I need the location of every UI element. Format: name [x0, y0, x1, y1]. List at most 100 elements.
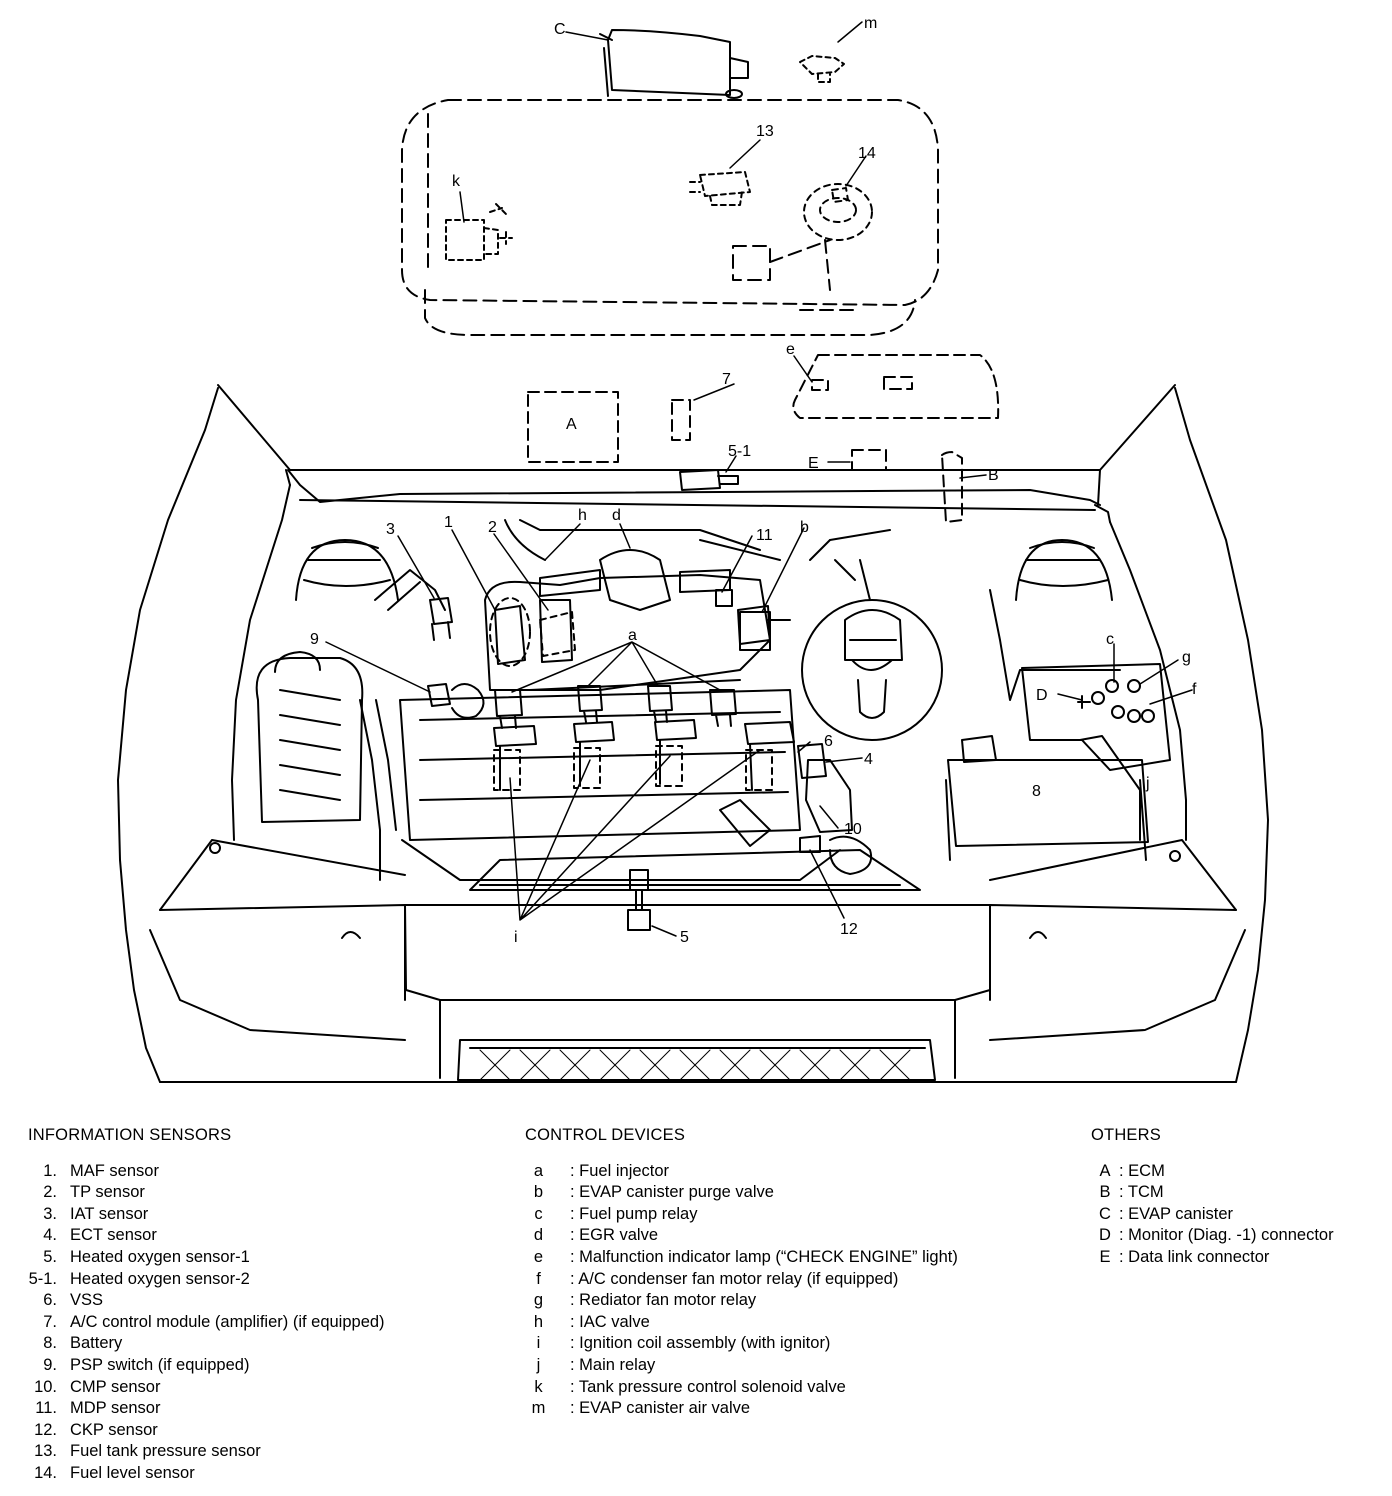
legend-item-key: f	[536, 1269, 541, 1288]
legend-item-spacer	[552, 1182, 570, 1204]
legend-item-key: 14.	[34, 1463, 57, 1482]
legend-item: j: Main relay	[525, 1355, 958, 1377]
legend-item-key: 10.	[34, 1377, 57, 1396]
intake-manifold	[484, 519, 891, 691]
legend-item-key: 6.	[43, 1291, 57, 1310]
legend-item-key: 1.	[43, 1161, 57, 1180]
legend-item-spacer	[552, 1204, 570, 1226]
legend-item: C : EVAP canister	[1091, 1204, 1334, 1226]
legend-item-key: 5.	[43, 1247, 57, 1266]
evap-air-valve-part	[799, 55, 845, 83]
legend-item: h : IAC valve	[525, 1312, 958, 1334]
left-hoses	[359, 569, 446, 881]
legend-item-label: : IAC valve	[570, 1312, 650, 1331]
body-outline	[117, 387, 1269, 1083]
legend-item-label: : Tank pressure control solenoid valve	[570, 1377, 846, 1396]
legend-item-key: C	[1099, 1204, 1111, 1223]
legend-item: 7. A/C control module (amplifier) (if equ…	[28, 1312, 385, 1334]
legend-item-key: 3.	[43, 1204, 57, 1223]
legend-item: 10.CMP sensor	[28, 1377, 385, 1399]
legend-item-key: E	[1099, 1247, 1111, 1266]
legend-item-spacer	[552, 1312, 570, 1334]
callout-7: 7	[722, 371, 731, 388]
legend-item: b: EVAP canister purge valve	[525, 1182, 958, 1204]
legend-item-label: Fuel tank pressure sensor	[70, 1442, 261, 1461]
legend-item: m: EVAP canister air valve	[525, 1398, 958, 1420]
right-strut-tower	[989, 539, 1121, 701]
callout-a: a	[628, 627, 637, 644]
legend-item: 13. Fuel tank pressure sensor	[28, 1441, 385, 1463]
legend-item-key: h	[533, 1312, 544, 1331]
legend-header-control-devices: CONTROL DEVICES	[525, 1126, 686, 1144]
callout-C: C	[554, 21, 566, 38]
legend-item-key: 13.	[34, 1442, 57, 1461]
legend-item-key: k	[534, 1377, 543, 1396]
legend-item-key: A	[1099, 1161, 1111, 1180]
legend-item-label: ECT sensor	[70, 1226, 157, 1245]
legend-item: 11. MDP sensor	[28, 1398, 385, 1420]
legend-header-information-sensors: INFORMATION SENSORS	[28, 1126, 232, 1144]
legend-item-key: m	[531, 1399, 546, 1418]
throttle-body	[489, 597, 576, 667]
callout-2: 2	[488, 519, 497, 536]
legend-item: e : Malfunction indicator lamp (“CHECK EN…	[525, 1247, 958, 1269]
engine-compartment-diagram: C m 13 14 k e A 7 5-1 E B 1 2 3 h d 11 b…	[117, 15, 1269, 1083]
callout-5: 5	[680, 929, 689, 946]
callout-labels: C m 13 14 k e A 7 5-1 E B 1 2 3 h d 11 b…	[310, 15, 1197, 946]
coil-wells	[493, 745, 773, 791]
legend-item-spacer	[552, 1269, 570, 1291]
callout-5-1: 5-1	[728, 443, 751, 460]
legend-item-label: : TCM	[1119, 1183, 1164, 1202]
legend-item-label: CKP sensor	[70, 1420, 158, 1439]
callout-E: E	[808, 455, 819, 472]
legend-item-key: B	[1099, 1183, 1111, 1202]
legend-item-key: j	[536, 1355, 541, 1374]
legend-item: 9.PSP switch (if equipped)	[28, 1355, 385, 1377]
legend-item-key: 8.	[43, 1334, 57, 1353]
legend-item: g: Rediator fan motor relay	[525, 1290, 958, 1312]
legend-item-label: PSP switch (if equipped)	[70, 1355, 250, 1374]
legend-header-others: OTHERS	[1091, 1126, 1161, 1144]
tank-pressure-solenoid-part	[445, 203, 513, 261]
grille	[457, 1039, 936, 1081]
legend-item-spacer	[552, 1161, 570, 1183]
legend-item-key: 11.	[35, 1399, 57, 1418]
relay-box	[1021, 663, 1171, 771]
legend-item: 5-1.Heated oxygen sensor-2	[28, 1269, 385, 1291]
legend-item-label: MDP sensor	[70, 1399, 161, 1418]
leader-lines	[325, 21, 1193, 937]
legend-item-label: : EVAP canister	[1119, 1204, 1234, 1223]
evap-canister-part	[599, 29, 749, 99]
legend-item: B : TCM	[1091, 1182, 1334, 1204]
legend-item-label: : Monitor (Diag. -1) connector	[1119, 1226, 1334, 1245]
callout-i: i	[514, 929, 518, 946]
legend-item-label: : Malfunction indicator lamp (“CHECK ENG…	[570, 1247, 958, 1266]
legend-item-key: D	[1099, 1226, 1111, 1245]
legend-item-key: c	[534, 1204, 543, 1223]
legend-item-spacer	[552, 1247, 570, 1269]
callout-8: 8	[1032, 783, 1041, 800]
engine-block	[399, 689, 921, 891]
legend-item-label: : A/C condenser fan motor relay (if equi…	[570, 1269, 899, 1288]
legend-item-label: : Fuel pump relay	[570, 1204, 698, 1223]
fuel-tank-pressure-sensor-part	[689, 171, 751, 206]
callout-D: D	[1036, 687, 1048, 704]
legend-item-label: VSS	[70, 1291, 104, 1310]
legend-item: 3.IAT sensor	[28, 1204, 385, 1226]
legend-item-key: b	[533, 1183, 544, 1202]
legend-item-key: 7.	[43, 1312, 57, 1331]
legend-item-label: : Fuel injector	[570, 1161, 670, 1180]
legend-item: d: EGR valve	[525, 1225, 958, 1247]
legend-item: D : Monitor (Diag. -1) connector	[1091, 1225, 1334, 1247]
callout-4: 4	[864, 751, 873, 768]
legend-item-key: e	[533, 1247, 544, 1266]
legend-item-spacer	[552, 1225, 570, 1247]
legend-item-key: 12.	[34, 1420, 57, 1439]
legend-item-label: A/C control module (amplifier) (if equip…	[70, 1312, 385, 1331]
callout-11: 11	[756, 527, 773, 544]
legend-item: f : A/C condenser fan motor relay (if equ…	[525, 1269, 958, 1291]
legend-item-spacer	[552, 1377, 570, 1399]
grille-mesh	[479, 1049, 911, 1081]
